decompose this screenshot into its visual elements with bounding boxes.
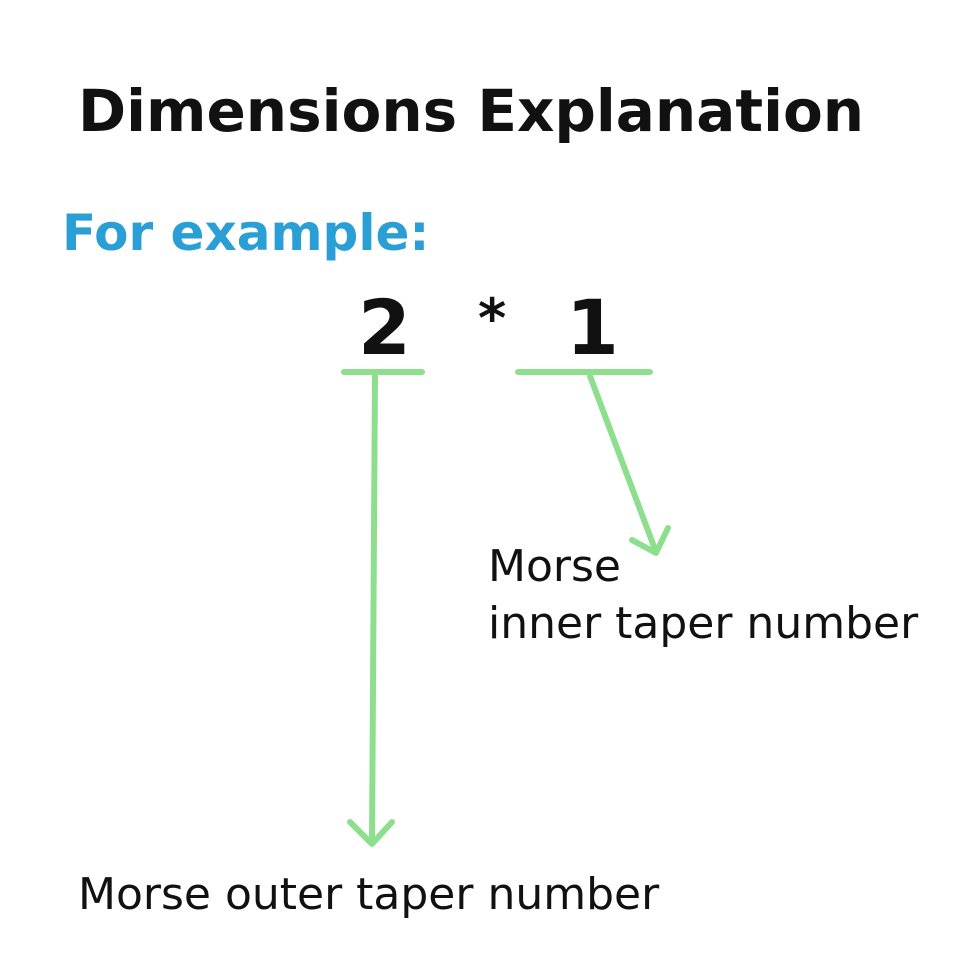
inner-taper-label-line1: Morse bbox=[488, 541, 621, 592]
page-title: Dimensions Explanation bbox=[78, 77, 865, 145]
outer-taper-value: 2 bbox=[358, 283, 411, 372]
inner-taper-label-line2: inner taper number bbox=[488, 598, 919, 650]
outer-taper-label: Morse outer taper number bbox=[78, 869, 660, 920]
inner-taper-label: Morse inner taper number bbox=[488, 538, 918, 652]
outer-arrow-shaft bbox=[369, 371, 378, 845]
example-label: For example: bbox=[62, 204, 430, 262]
multiply-separator: * bbox=[478, 287, 507, 350]
arrow-group bbox=[341, 369, 671, 847]
inner-arrow-head bbox=[629, 525, 671, 556]
inner-arrow-shaft bbox=[587, 373, 659, 555]
outer-arrow-head bbox=[347, 819, 395, 847]
inner-taper-value: 1 bbox=[566, 283, 619, 372]
